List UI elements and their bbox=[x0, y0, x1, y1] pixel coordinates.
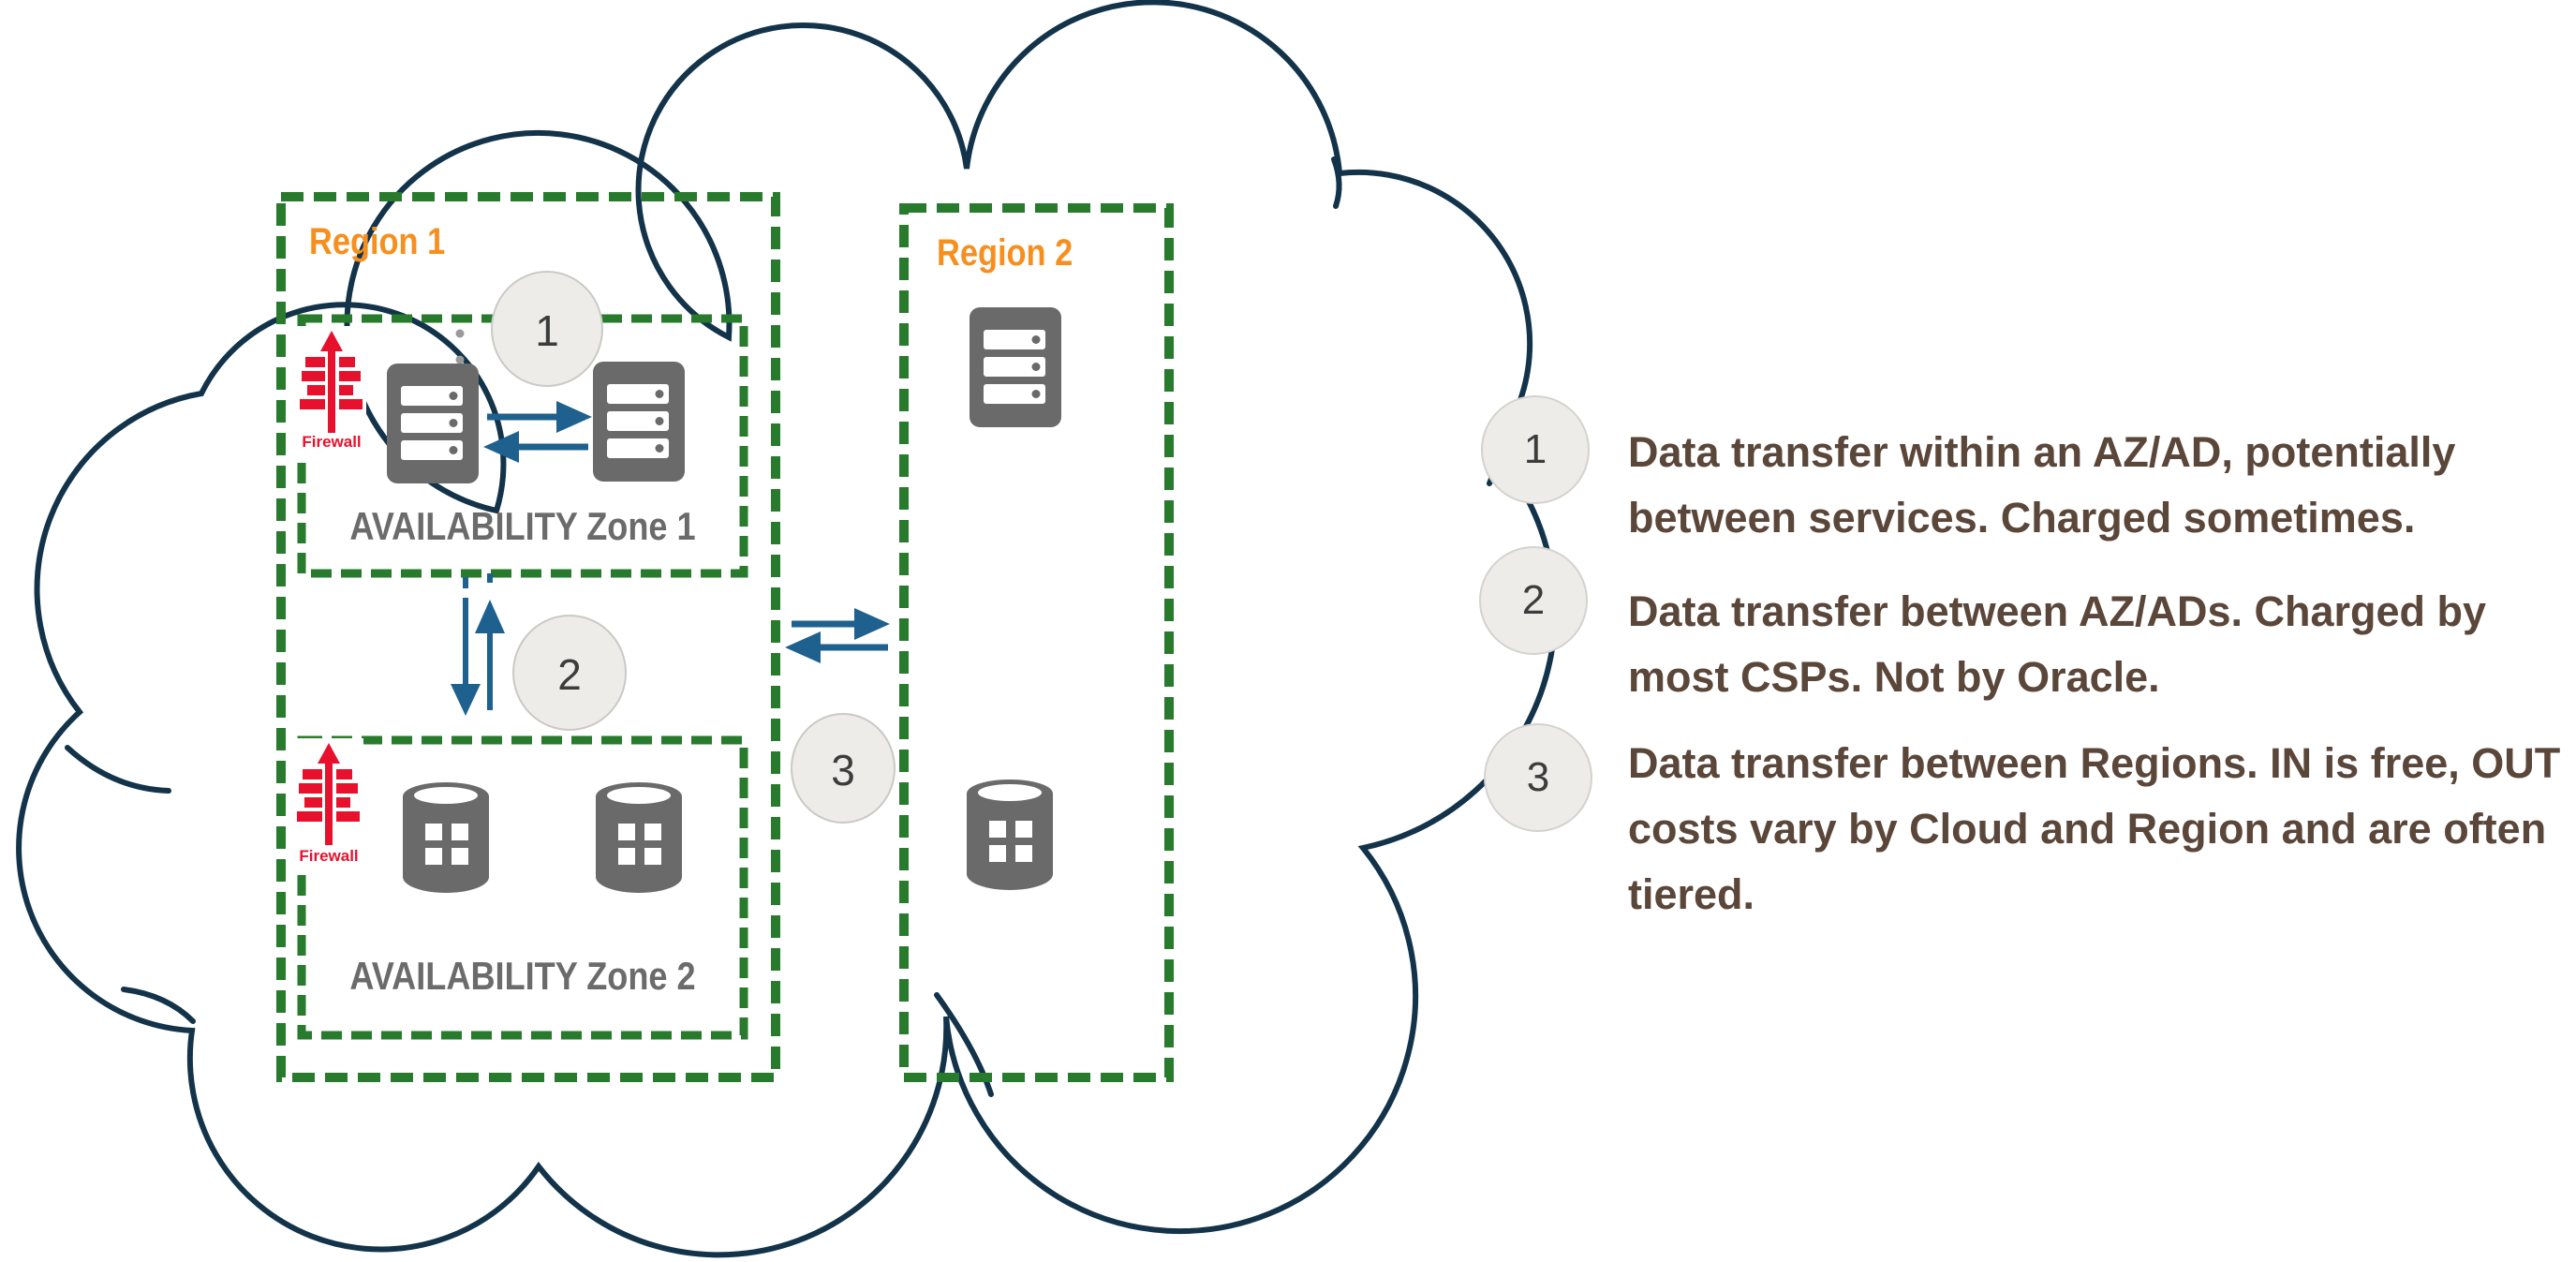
legend-badge-1: 1 bbox=[1481, 395, 1590, 504]
database-icon bbox=[967, 779, 1053, 890]
az2-border bbox=[297, 735, 748, 1040]
badge-circles bbox=[491, 271, 896, 824]
cloud-outline bbox=[16, 0, 1559, 1258]
server-icon bbox=[593, 362, 685, 482]
firewall-label: Firewall bbox=[299, 847, 359, 865]
legend-item-1: Data transfer within an AZ/AD, potential… bbox=[1628, 420, 2455, 551]
legend-line: Data transfer between Regions. IN is fre… bbox=[1628, 739, 2561, 787]
legend-line: tiered. bbox=[1628, 870, 1755, 918]
badge-2: 2 bbox=[557, 650, 582, 699]
arrows-az-to-az bbox=[451, 573, 505, 716]
database-icon bbox=[403, 782, 489, 893]
badge-3: 3 bbox=[831, 746, 855, 794]
server-icon bbox=[387, 364, 479, 483]
database-icon bbox=[596, 782, 682, 893]
region2-label: Region 2 bbox=[937, 232, 1073, 274]
legend-item-2: Data transfer between AZ/ADs. Charged by… bbox=[1628, 579, 2486, 710]
legend-line: Data transfer between AZ/ADs. Charged by bbox=[1628, 587, 2487, 635]
dotted-connector bbox=[455, 329, 465, 364]
legend-line: Data transfer within an AZ/AD, potential… bbox=[1628, 428, 2456, 476]
server-icon bbox=[970, 307, 1061, 427]
legend-item-3: Data transfer between Regions. IN is fre… bbox=[1628, 731, 2560, 928]
arrows-az-internal bbox=[483, 401, 592, 463]
legend-line: costs vary by Cloud and Region and are o… bbox=[1628, 805, 2547, 853]
legend-line: between services. Charged sometimes. bbox=[1628, 494, 2416, 542]
az2-label: AVAILABILITY Zone 2 bbox=[349, 954, 696, 998]
region1-border bbox=[276, 192, 780, 1082]
arrows-region-to-region bbox=[785, 608, 890, 663]
legend-line: most CSPs. Not by Oracle. bbox=[1628, 653, 2160, 701]
az1-label: AVAILABILITY Zone 1 bbox=[349, 504, 696, 548]
firewall-label: Firewall bbox=[302, 433, 362, 451]
region1-label: Region 1 bbox=[309, 221, 446, 262]
legend-badge-2: 2 bbox=[1479, 546, 1588, 655]
badge-1: 1 bbox=[535, 306, 559, 355]
region2-border bbox=[899, 203, 1174, 1082]
legend-badge-3: 3 bbox=[1484, 723, 1592, 832]
cloud-overlap-arcs bbox=[65, 156, 1497, 1097]
